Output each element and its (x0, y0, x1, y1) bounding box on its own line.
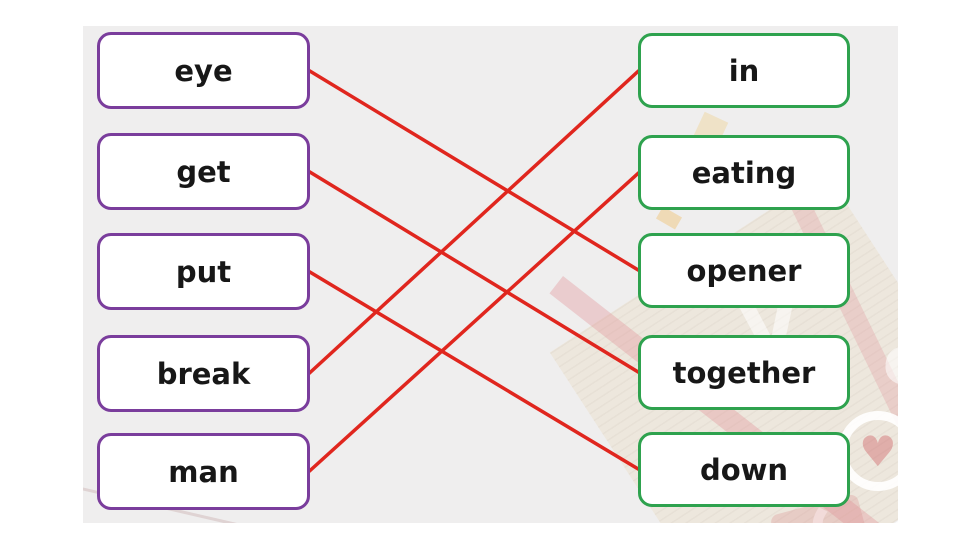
match-right-item-eating[interactable]: eating (638, 135, 850, 210)
word-label: get (176, 154, 231, 189)
word-label: put (175, 254, 232, 289)
word-label: together (672, 355, 816, 390)
watermark-letter: c (878, 320, 898, 403)
word-label: man (168, 454, 239, 489)
match-left-item-put[interactable]: put (97, 233, 310, 310)
match-right-item-down[interactable]: down (638, 432, 850, 507)
match-left-item-break[interactable]: break (97, 335, 310, 412)
word-label: eating (691, 155, 797, 190)
match-left-item-get[interactable]: get (97, 133, 310, 210)
match-left-item-man[interactable]: man (97, 433, 310, 510)
word-label: in (728, 53, 760, 88)
match-right-item-in[interactable]: in (638, 33, 850, 108)
match-right-item-opener[interactable]: opener (638, 233, 850, 308)
word-label: down (699, 452, 789, 487)
match-right-item-together[interactable]: together (638, 335, 850, 410)
match-left-item-eye[interactable]: eye (97, 32, 310, 109)
word-label: opener (686, 253, 802, 288)
word-label: break (156, 356, 251, 391)
word-label: eye (174, 53, 233, 88)
